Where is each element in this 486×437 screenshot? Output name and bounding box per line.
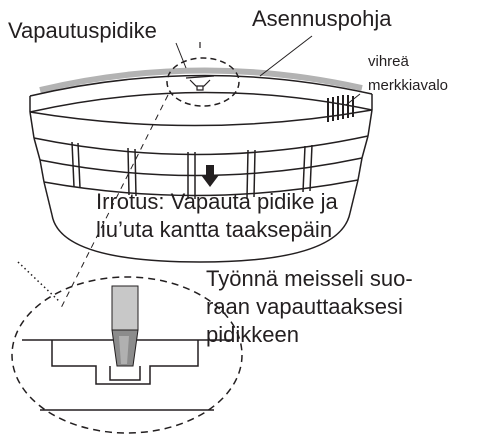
leader-mounting-base — [259, 35, 313, 77]
label-release-clip: Vapautuspidike — [8, 18, 157, 43]
release-clip-highlight — [166, 57, 240, 107]
label-removal-line2: liu’uta kantta taaksepäin — [96, 217, 333, 242]
label-green-indicator: vihreä merkkiavalo — [368, 50, 448, 98]
label-removal-line1: Irrotus: Vapauta pidike ja — [96, 189, 338, 214]
screwdriver-detail — [11, 276, 243, 434]
detail-highlight — [11, 276, 243, 434]
leader-zoom-dotted — [17, 261, 61, 303]
leader-lines — [17, 35, 361, 311]
label-screwdriver-instructions: Työnnä meisseli suo- raan vapauttaaksesi… — [206, 265, 413, 349]
label-removal-instructions: Irrotus: Vapauta pidike ja liu’uta kantt… — [96, 188, 338, 244]
label-green-indicator-line2: merkkiavalo — [368, 77, 449, 94]
label-screwdriver-line1: Työnnä meisseli suo- — [206, 266, 413, 291]
label-screwdriver-line3: pidikkeen — [206, 322, 299, 347]
down-arrow-icon — [201, 165, 219, 187]
label-green-indicator-line1: vihreä — [368, 53, 409, 70]
screwdriver-icon — [111, 285, 139, 367]
cover-lower-cap — [43, 179, 359, 263]
green-indicator-light — [327, 95, 354, 122]
label-screwdriver-line2: raan vapauttaaksesi — [206, 294, 403, 319]
leader-green-indicator — [345, 93, 361, 106]
leader-zoom-dashed — [59, 94, 169, 311]
mounting-base — [29, 67, 373, 127]
label-mounting-base: Asennuspohja — [252, 6, 392, 31]
cover-vent-ring — [39, 141, 363, 199]
cover-upper-band — [29, 109, 373, 177]
leader-release-clip — [175, 42, 187, 69]
release-clip — [185, 42, 215, 91]
